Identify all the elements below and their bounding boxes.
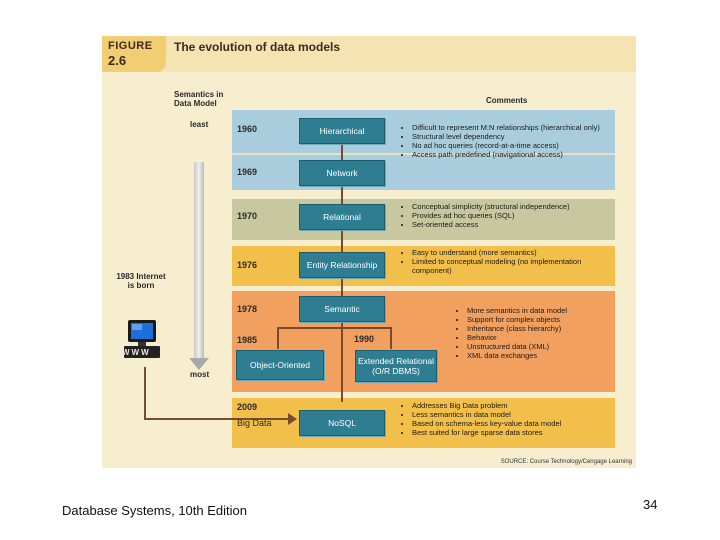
comment-item: Less semantics in data model: [412, 410, 612, 419]
model-nosql: NoSQL: [299, 410, 385, 436]
branch-extended-connector: [390, 327, 392, 349]
internet-note: 1983 Internet is born: [116, 272, 166, 290]
model-object-oriented: Object-Oriented: [236, 350, 324, 380]
book-title: Database Systems, 10th Edition: [62, 503, 247, 518]
figure-title: The evolution of data models: [174, 40, 341, 54]
page-number: 34: [643, 497, 658, 512]
comment-item: Addresses Big Data problem: [412, 401, 612, 410]
model-network: Network: [299, 160, 385, 186]
semantics-header: Semantics in Data Model: [174, 90, 224, 108]
comments-relational: Conceptual simplicity (structural indepe…: [402, 202, 614, 229]
comment-item: No ad hoc queries (record-at-a-time acce…: [412, 141, 612, 150]
year-1970: 1970: [237, 211, 258, 221]
semantics-arrow-shaft: [194, 162, 204, 360]
comments-nosql: Addresses Big Data problem Less semantic…: [402, 401, 612, 437]
comment-item: Structural level dependency: [412, 132, 612, 141]
comment-item: Conceptual simplicity (structural indepe…: [412, 202, 614, 211]
year-1960: 1960: [237, 124, 258, 134]
comment-item: Based on schema-less key-value data mode…: [412, 419, 612, 428]
semantics-arrow-head: [189, 358, 209, 370]
big-data-label: Big Data: [237, 418, 272, 428]
comment-item: Inheritance (class hierarchy): [467, 324, 607, 333]
comments-semantic: More semantics in data model Support for…: [457, 306, 607, 360]
year-2009: 2009: [237, 402, 258, 412]
year-1990: 1990: [354, 334, 375, 344]
comment-item: Unstructured data (XML): [467, 342, 607, 351]
figure-number: 2.6: [108, 53, 127, 68]
year-1978: 1978: [237, 304, 258, 314]
band-hierarchical-network: [232, 110, 615, 190]
branch-oo-connector: [277, 327, 279, 349]
band-divider: [232, 153, 615, 155]
comment-item: Difficult to represent M:N relationships…: [412, 123, 612, 132]
comment-item: Behavior: [467, 333, 607, 342]
year-1976: 1976: [237, 260, 258, 270]
figure-label: FIGURE 2.6: [102, 36, 166, 72]
figure-header: [102, 36, 636, 72]
comment-item: Limited to conceptual modeling (no imple…: [412, 257, 582, 275]
model-relational: Relational: [299, 204, 385, 230]
band-relational: [232, 199, 615, 240]
figure-panel: FIGURE 2.6 The evolution of data models …: [102, 36, 636, 468]
source-credit: SOURCE: Course Technology/Cengage Learni…: [500, 459, 632, 465]
comment-item: Set-oriented access: [412, 220, 614, 229]
figure-word: FIGURE: [108, 40, 153, 52]
comment-item: Support for complex objects: [467, 315, 607, 324]
comment-item: XML data exchanges: [467, 351, 607, 360]
internet-connector-horizontal: [144, 418, 289, 420]
branch-connector: [277, 327, 392, 329]
model-hierarchical: Hierarchical: [299, 118, 385, 144]
comments-entity-relationship: Easy to understand (more semantics) Limi…: [402, 248, 582, 275]
comment-item: More semantics in data model: [467, 306, 607, 315]
model-entity-relationship: Entity Relationship: [299, 252, 385, 278]
model-semantic: Semantic: [299, 296, 385, 322]
internet-arrow-head: [288, 413, 297, 425]
semantics-most: most: [190, 370, 210, 379]
extended-relational-line1: Extended Relational: [357, 356, 435, 366]
computer-icon: WWW: [120, 318, 166, 360]
semantics-least: least: [190, 120, 209, 129]
band-entity-relationship: [232, 246, 615, 286]
year-1985: 1985: [237, 335, 258, 345]
www-label: WWW: [122, 348, 151, 357]
comment-item: Access path predefined (navigational acc…: [412, 150, 612, 159]
comments-header: Comments: [486, 96, 528, 105]
model-extended-relational: Extended Relational (O/R DBMS): [355, 350, 437, 382]
comment-item: Easy to understand (more semantics): [412, 248, 582, 257]
year-1969: 1969: [237, 167, 258, 177]
internet-connector-vertical: [144, 367, 146, 420]
extended-relational-line2: (O/R DBMS): [372, 366, 420, 376]
comment-item: Best suited for large sparse data stores: [412, 428, 612, 437]
comment-item: Provides ad hoc queries (SQL): [412, 211, 614, 220]
comments-hierarchical-network: Difficult to represent M:N relationships…: [402, 123, 612, 159]
